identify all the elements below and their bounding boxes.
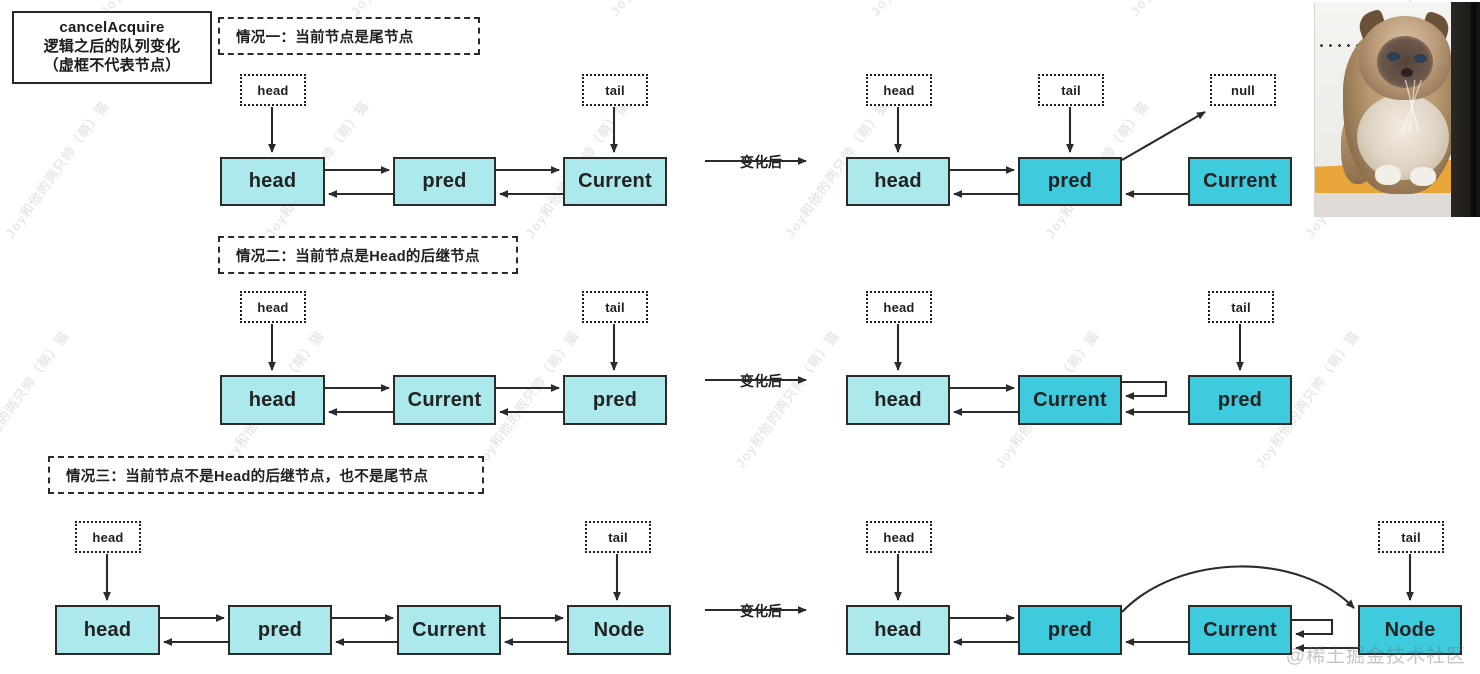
pointer-label: head [883, 529, 915, 545]
node-current: Current [1018, 375, 1122, 425]
node-label: pred [592, 388, 638, 411]
pointer-label: tail [605, 299, 625, 315]
node-label: Current [1203, 170, 1277, 192]
photo-dark-edge [1471, 2, 1477, 217]
node-label: Current [1203, 618, 1277, 641]
pointer-tail: tail [585, 521, 651, 553]
pointer-label: tail [1231, 299, 1251, 315]
pointer-head: head [866, 521, 932, 553]
pointer-label: tail [1401, 529, 1421, 545]
node-current: Current [1188, 605, 1292, 655]
node-pred: pred [1188, 375, 1292, 425]
pointer-label: tail [605, 82, 625, 98]
node-node: Node [567, 605, 671, 655]
pointer-label: head [257, 82, 289, 98]
cat-photo [1314, 2, 1480, 217]
title-line-3: （虚框不代表节点） [43, 57, 181, 75]
watermark-diagonal: Joy和他的两只帅（萌）猫 [1125, 0, 1238, 19]
node-label: pred [1217, 388, 1263, 411]
watermark-diagonal: Joy和他的两只帅（萌）猫 [2, 97, 112, 241]
node-label: head [83, 618, 132, 641]
cat-paw-right [1410, 167, 1436, 186]
node-label: pred [1047, 170, 1093, 192]
node-head: head [220, 375, 325, 425]
node-pred: pred [1018, 605, 1122, 655]
pointer-label: head [257, 299, 289, 315]
node-label: pred [257, 618, 303, 641]
node-head: head [220, 157, 325, 206]
arrow-current-self-loop [1122, 380, 1168, 400]
pointer-label: head [883, 82, 915, 98]
cat-eye-left [1387, 52, 1400, 61]
pointer-tail: tail [1038, 74, 1104, 106]
node-label: Node [1384, 618, 1436, 641]
photo-dotted-line [1317, 44, 1377, 47]
pointer-tail: tail [1208, 291, 1274, 323]
case-2-caption-text: 情况二：当前节点是Head的后继节点 [236, 248, 480, 265]
cat-eye-right [1414, 54, 1427, 63]
watermark-corner: @稀土掘金技术社区 [1285, 646, 1466, 667]
cat-whiskers [1367, 80, 1459, 132]
watermark-diagonal: Joy和他的两只帅（萌）猫 [0, 327, 72, 471]
pointer-head: head [75, 521, 141, 553]
node-head: head [55, 605, 160, 655]
case-2-caption: 情况二：当前节点是Head的后继节点 [218, 236, 518, 274]
pointer-tail: tail [1378, 521, 1444, 553]
case-1-caption: 情况一：当前节点是尾节点 [218, 17, 480, 55]
case-1-caption-text: 情况一：当前节点是尾节点 [236, 29, 414, 46]
case-3-caption: 情况三：当前节点不是Head的后继节点，也不是尾节点 [48, 456, 484, 494]
title-line-1: cancelAcquire [59, 19, 165, 36]
node-head: head [846, 375, 950, 425]
pointer-tail: tail [582, 74, 648, 106]
transition-label-3: 变化后 [740, 603, 782, 619]
node-label: head [248, 170, 297, 192]
title-line-2: 逻辑之后的队列变化 [43, 38, 181, 56]
cat-nose [1401, 68, 1413, 77]
pointer-label: tail [608, 529, 628, 545]
arrow-node-self-loop [1292, 618, 1334, 638]
pointer-null: null [1210, 74, 1276, 106]
node-current: Current [563, 157, 667, 206]
node-label: head [874, 618, 922, 641]
node-label: head [874, 388, 922, 411]
node-label: head [248, 388, 297, 411]
photo-floor [1315, 193, 1451, 217]
pointer-label: head [883, 299, 915, 315]
pointer-head: head [866, 74, 932, 106]
case-3-caption-text: 情况三：当前节点不是Head的后继节点，也不是尾节点 [66, 468, 429, 485]
node-label: Node [593, 618, 645, 641]
transition-label-2: 变化后 [740, 373, 782, 389]
pointer-head: head [240, 74, 306, 106]
transition-label-1: 变化后 [740, 154, 782, 170]
node-label: Current [407, 388, 482, 411]
pointer-label: null [1231, 82, 1255, 98]
node-node: Node [1358, 605, 1462, 655]
node-current: Current [1188, 157, 1292, 206]
node-label: pred [422, 170, 467, 192]
node-pred: pred [563, 375, 667, 425]
node-pred: pred [1018, 157, 1122, 206]
node-label: head [874, 170, 922, 192]
node-pred: pred [228, 605, 332, 655]
node-current: Current [393, 375, 496, 425]
watermark-diagonal: Joy和他的两只帅（萌）猫 [865, 0, 978, 19]
node-label: pred [1047, 618, 1093, 641]
node-label: Current [412, 618, 486, 641]
node-label: Current [1033, 388, 1107, 411]
pointer-head: head [866, 291, 932, 323]
node-current: Current [397, 605, 501, 655]
pointer-head: head [240, 291, 306, 323]
node-head: head [846, 605, 950, 655]
pointer-label: tail [1061, 82, 1081, 98]
pointer-tail: tail [582, 291, 648, 323]
node-pred: pred [393, 157, 496, 206]
watermark-diagonal: Joy和他的两只帅（萌）猫 [605, 0, 718, 19]
node-head: head [846, 157, 950, 206]
pointer-label: head [92, 529, 124, 545]
page-title: cancelAcquire 逻辑之后的队列变化 （虚框不代表节点） [12, 11, 212, 84]
cat-paw-left [1375, 165, 1401, 185]
watermark-diagonal: Joy和他的两只帅（萌）猫 [732, 327, 842, 471]
node-label: Current [578, 170, 652, 192]
